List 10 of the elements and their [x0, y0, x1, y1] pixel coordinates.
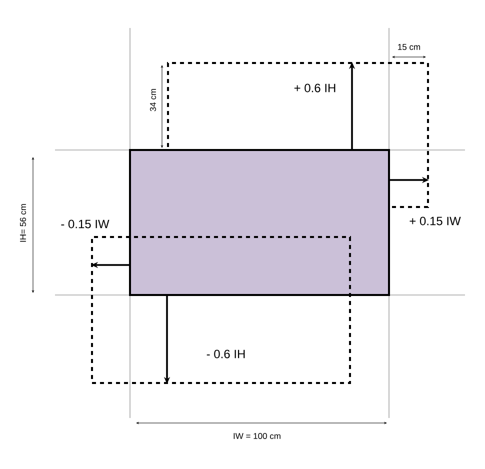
image-box	[129, 149, 390, 296]
edge-label: + 0.6 IH	[294, 84, 336, 92]
dimension-label: 34 cm	[150, 89, 156, 112]
dimension-label: 15 cm	[398, 44, 420, 50]
edge-label: - 0.6 IH	[206, 350, 245, 358]
edge-label: + 0.15 IW	[410, 216, 461, 226]
dimension-label: IW = 100 cm	[234, 433, 280, 439]
dimension-label: IH= 56 cm	[20, 204, 26, 242]
shifted-box	[91, 236, 351, 384]
edge-label: - 0.15 IW	[61, 220, 110, 228]
